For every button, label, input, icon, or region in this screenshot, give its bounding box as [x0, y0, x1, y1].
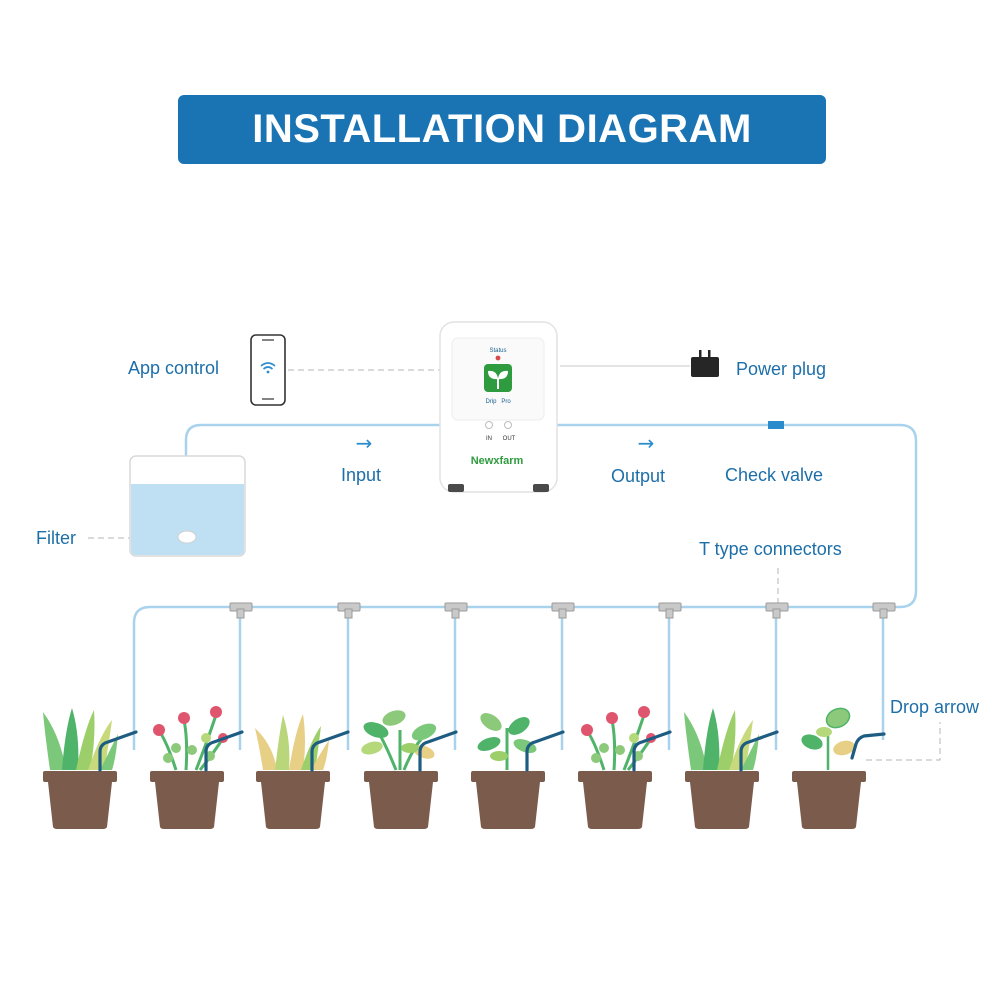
pump-device: Status Drip Pro IN OUT Newxfarm	[439, 321, 558, 493]
device-model-drip: Drip	[485, 399, 497, 405]
device-brand-label: Newxfarm	[471, 455, 524, 467]
water-reservoir	[129, 455, 246, 557]
title-banner: INSTALLATION DIAGRAM	[178, 95, 826, 164]
plant-3	[255, 714, 350, 829]
output-flow-arrow-icon: →	[638, 431, 655, 455]
plant-6	[578, 704, 672, 829]
label-input: Input	[341, 465, 382, 485]
label-check-valve: Check valve	[725, 465, 824, 485]
tubing	[132, 423, 918, 750]
plant-2	[150, 704, 244, 829]
status-led	[495, 355, 501, 361]
device-port-out-label: OUT	[503, 436, 516, 442]
device-model-pro: Pro	[501, 399, 511, 405]
filter-icon	[177, 530, 197, 544]
label-power-plug: Power plug	[736, 359, 827, 379]
output-port	[504, 421, 512, 429]
input-flow-arrow-icon: →	[356, 431, 373, 455]
label-app-control: App control	[128, 358, 220, 378]
plant-8	[792, 703, 886, 829]
plant-5	[471, 707, 565, 829]
label-t-connectors: T type connectors	[699, 539, 842, 559]
label-drop-arrow: Drop arrow	[890, 697, 980, 717]
label-filter: Filter	[36, 528, 76, 548]
input-port	[485, 421, 493, 429]
device-status-label: Status	[489, 348, 506, 354]
device-port-in-label: IN	[486, 436, 492, 442]
plant-4	[358, 705, 458, 829]
page-title: INSTALLATION DIAGRAM	[252, 107, 752, 151]
plant-7	[684, 708, 779, 829]
label-output: Output	[611, 466, 666, 486]
check-valve-icon	[768, 421, 784, 429]
t-connectors	[229, 602, 896, 619]
drop-arrow-icon	[850, 732, 886, 760]
smartphone-wifi-icon	[250, 334, 286, 406]
power-plug-icon	[691, 350, 719, 377]
plant-1	[43, 708, 138, 829]
